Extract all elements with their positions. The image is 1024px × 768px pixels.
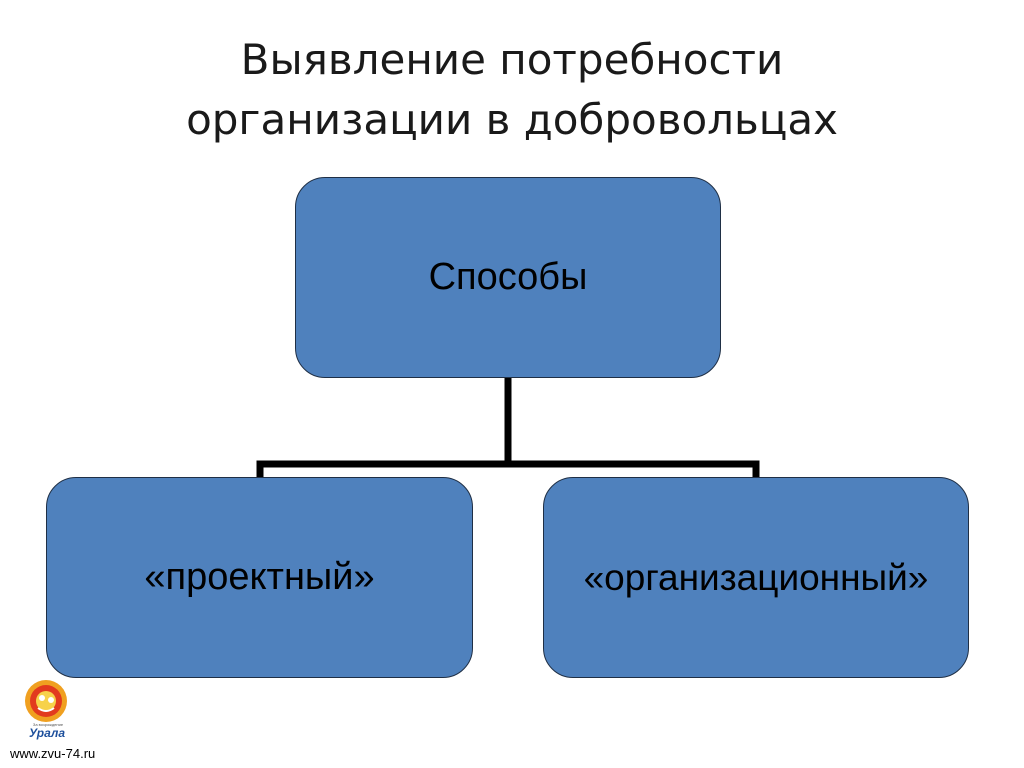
node-sposoby-label: Способы <box>428 256 588 298</box>
node-proektny: «проектный» <box>46 477 473 678</box>
slide-title: Выявление потребности организации в добр… <box>0 30 1024 150</box>
organization-logo-icon <box>25 680 67 722</box>
node-proektny-label: «проектный» <box>144 556 375 598</box>
node-organizatsionny: «организационный» <box>543 477 969 678</box>
slide-title-line-1: Выявление потребности <box>240 35 784 84</box>
node-organizatsionny-label: «организационный» <box>583 556 929 598</box>
slide-title-line-2: организации в добровольцах <box>186 95 838 144</box>
logo-caption: За возрождение <box>32 722 64 727</box>
node-sposoby: Способы <box>295 177 721 378</box>
website-url: www.zvu-74.ru <box>10 746 96 761</box>
logo-word: Урала <box>28 726 66 740</box>
